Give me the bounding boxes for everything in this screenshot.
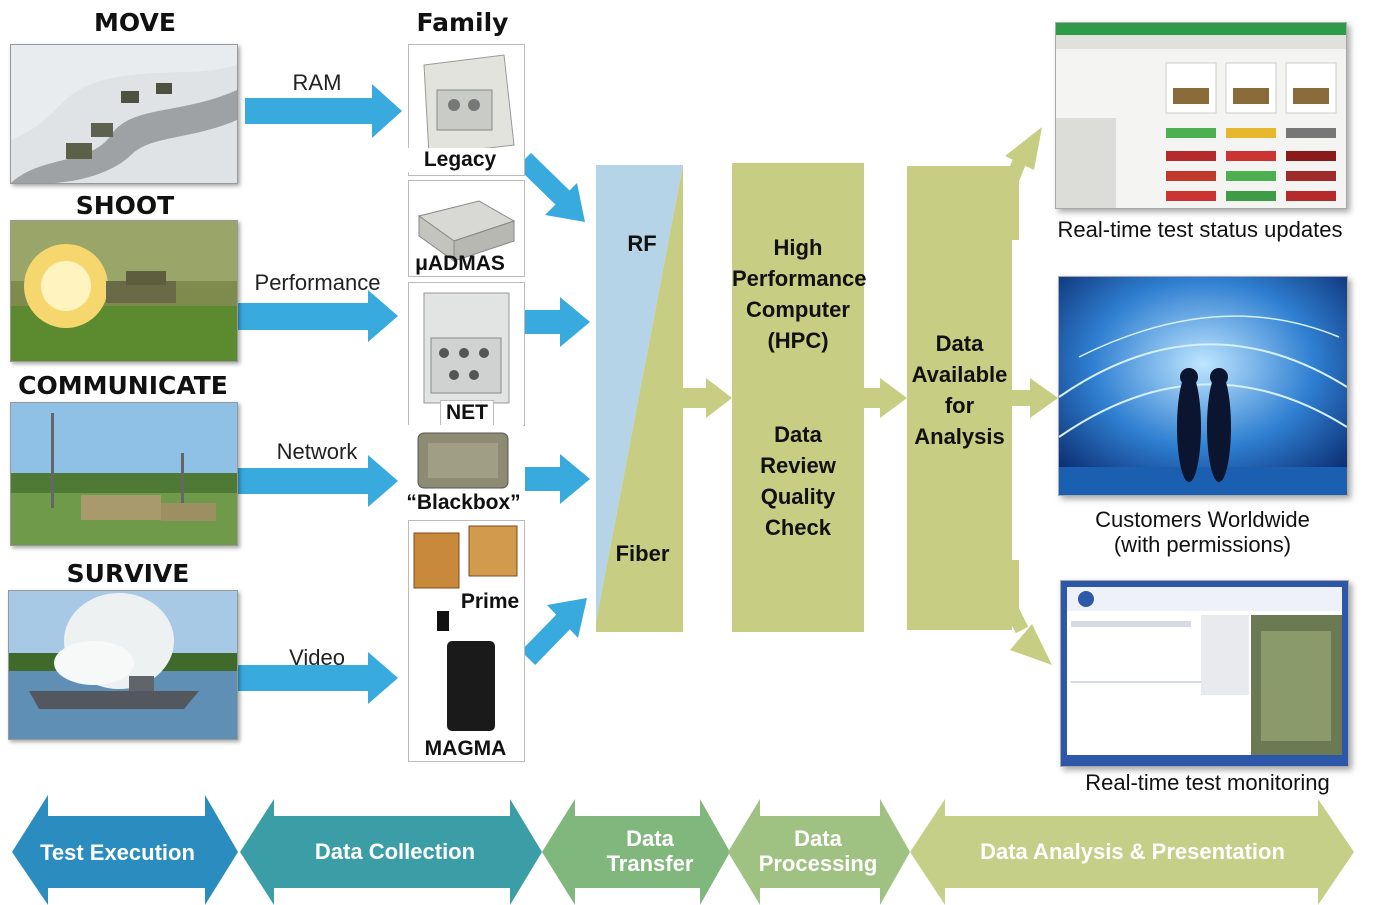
- caption-customers: Customers Worldwide (with permissions): [1060, 507, 1345, 557]
- arrow-communicate-to-family: [237, 455, 398, 507]
- caption-monitoring: Real-time test monitoring: [1085, 770, 1330, 795]
- phase-data-transfer-shape: [542, 799, 730, 905]
- device-label-magma: MAGMA: [424, 737, 507, 760]
- analysis-line-2: Available: [911, 362, 1008, 387]
- category-title-communicate: COMMUNICATE: [18, 371, 228, 400]
- arrow-net-to-transfer: [525, 297, 590, 347]
- transfer-label-rf: RF: [627, 231, 657, 256]
- customers-worldwide-image: [1058, 276, 1348, 496]
- arrow-label-performance: Performance: [254, 270, 381, 295]
- category-title-shoot: SHOOT: [75, 191, 175, 220]
- arrow-shoot-to-family: [237, 290, 398, 342]
- shoot-photo: [10, 220, 238, 362]
- arrow-processing-to-analysis: [864, 378, 907, 418]
- arrow-move-to-family: [245, 84, 402, 138]
- phase-label-test-execution: Test Execution: [40, 840, 195, 865]
- hpc-line-4: (HPC): [767, 328, 829, 353]
- category-title-move: MOVE: [94, 8, 176, 37]
- arrow-blackbox-to-transfer: [525, 454, 590, 504]
- phase-label-data-transfer-line2: Transfer: [606, 851, 694, 876]
- caption-status-updates: Real-time test status updates: [1057, 217, 1343, 242]
- hpc-line-2: Performance: [732, 266, 867, 291]
- device-label-prime: Prime: [460, 590, 520, 613]
- analysis-line-3: for: [944, 393, 975, 418]
- review-line-1: Data: [774, 422, 822, 447]
- transfer-label-fiber: Fiber: [615, 541, 670, 566]
- phase-data-analysis-shape: [910, 799, 1354, 905]
- review-line-4: Check: [764, 515, 832, 540]
- device-label-net: NET: [440, 400, 494, 426]
- device-uadmas-image: [408, 180, 525, 277]
- arrow-prime-to-transfer: [520, 598, 587, 665]
- arrow-label-ram: RAM: [292, 70, 342, 95]
- phase-label-data-transfer: Data Transfer: [580, 826, 720, 876]
- device-net-image: [408, 282, 525, 426]
- device-label-legacy: Legacy: [408, 148, 512, 172]
- arrow-transfer-to-processing: [683, 378, 732, 418]
- hpc-line-1: High: [773, 235, 823, 260]
- arrow-analysis-to-status: [1005, 127, 1042, 240]
- category-title-survive: SURVIVE: [66, 559, 190, 588]
- device-label-blackbox: “Blackbox”: [400, 491, 527, 515]
- caption-customers-line2: (with permissions): [1113, 532, 1292, 557]
- phase-label-data-transfer-line1: Data: [626, 826, 674, 851]
- phase-data-processing-shape: [728, 799, 910, 905]
- arrow-label-video: Video: [289, 645, 345, 670]
- review-line-2: Review: [760, 453, 836, 478]
- survive-photo: [8, 590, 238, 740]
- phase-label-data-processing-line2: Processing: [758, 851, 878, 876]
- arrow-label-network: Network: [276, 439, 358, 464]
- device-prime-magma-image: [408, 520, 525, 762]
- analysis-line-1: Data: [935, 331, 984, 356]
- phase-data-collection-shape: [240, 799, 542, 905]
- device-blackbox-image: [408, 425, 523, 495]
- analysis-line-4: Analysis: [914, 424, 1005, 449]
- processing-block: [732, 163, 864, 632]
- transfer-fiber-wedge: [596, 165, 683, 632]
- phase-label-data-analysis: Data Analysis & Presentation: [980, 839, 1285, 864]
- phase-test-execution-shape: [12, 795, 238, 905]
- phase-label-data-processing-line1: Data: [794, 826, 842, 851]
- phase-banner: [12, 795, 1354, 905]
- hpc-line-3: Computer: [746, 297, 850, 322]
- family-title: Family: [405, 8, 520, 37]
- review-text: Data Review Quality Check: [732, 419, 864, 543]
- status-dashboard-screenshot: [1055, 22, 1347, 209]
- device-label-uadmas: μADMAS: [415, 252, 505, 275]
- arrow-legacy-to-transfer: [517, 152, 585, 222]
- arrow-survive-to-family: [237, 652, 398, 704]
- caption-customers-line1: Customers Worldwide: [1095, 507, 1310, 532]
- arrow-analysis-to-monitoring: [1005, 560, 1052, 665]
- monitoring-screenshot: [1060, 580, 1349, 767]
- communicate-photo: [10, 402, 238, 546]
- move-photo: [10, 44, 238, 184]
- phase-label-data-processing: Data Processing: [748, 826, 888, 876]
- arrow-analysis-to-customers: [1012, 378, 1058, 418]
- analysis-block: [907, 166, 1012, 630]
- analysis-text: Data Available for Analysis: [907, 328, 1012, 452]
- hpc-text: High Performance Computer (HPC): [732, 232, 867, 356]
- review-line-3: Quality: [760, 484, 836, 509]
- phase-label-data-collection: Data Collection: [314, 839, 476, 864]
